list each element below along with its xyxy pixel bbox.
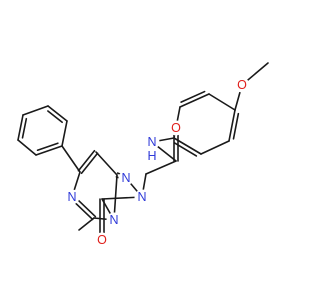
phenyl-bond	[22, 105, 49, 116]
o-amide-label: O	[171, 121, 181, 135]
o-amide-label-bg	[168, 120, 184, 136]
pyrimidine-bond	[95, 151, 118, 176]
h-amide-label: H	[147, 149, 156, 163]
bond-layer	[17, 62, 269, 241]
phenyl-inner-bond	[47, 110, 63, 124]
phenyl-link-bond	[61, 145, 81, 173]
triazole-bond	[113, 174, 118, 221]
o-ring-carbonyl-label: O	[97, 233, 107, 247]
methyl-bond	[78, 217, 95, 231]
aryl-inner-bond	[232, 112, 240, 140]
n-pyrimidine-label-bg	[64, 189, 80, 205]
phenyl-bond	[61, 120, 68, 147]
n-bridgehead-label: N	[109, 213, 118, 227]
o-methoxy-label-bg	[234, 77, 250, 93]
phenyl-inner-bond	[36, 142, 59, 152]
aryl-bond	[228, 109, 236, 142]
aryl-bond	[179, 93, 210, 108]
o-ring-carbonyl-label-bg	[94, 232, 110, 248]
phenyl-bond	[17, 139, 37, 156]
n-triazole-label-bg	[118, 170, 134, 186]
n-amide-label: N	[147, 135, 156, 149]
phenyl-inner-bond	[21, 117, 28, 139]
methylene-bond	[145, 160, 177, 175]
pyrimidine-bond	[77, 149, 96, 172]
aryl-bond	[208, 93, 236, 111]
phenyl-bond	[17, 114, 24, 141]
n-bridgehead-label-bg	[106, 212, 122, 228]
n-pyrimidine-label: N	[67, 190, 76, 204]
pyrimidine-bond	[80, 152, 99, 175]
aryl-inner-bond	[180, 90, 206, 103]
n-triazole-methylene-label-bg	[134, 189, 150, 205]
o-methoxy-label: O	[237, 78, 247, 92]
n-triazole-methylene-label: N	[137, 190, 146, 204]
n-triazole-label: N	[121, 171, 130, 185]
phenyl-bond	[47, 105, 68, 122]
n-amide-label-bg	[144, 134, 160, 150]
aryl-bond	[200, 140, 230, 155]
phenyl-bond	[35, 145, 63, 156]
